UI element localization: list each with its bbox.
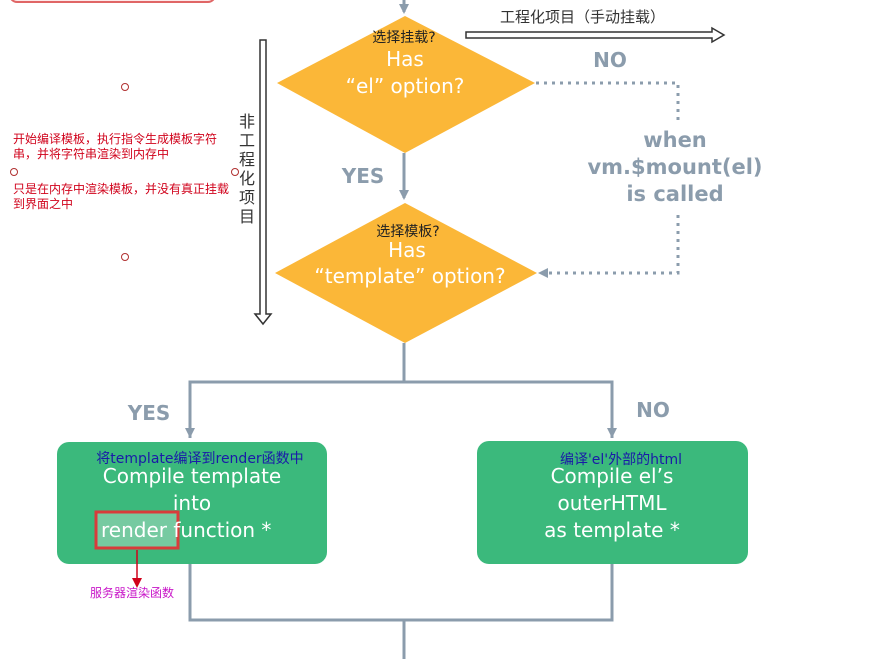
note-render-memory: 只是在内存中渲染模板，并没有真正挂载到界面之中 [13,182,230,211]
anchor-circle-1 [121,83,129,91]
manual-mount-label: 工程化项目（手动挂载） [500,8,665,26]
decision-has-template-option-line1: Has [388,238,426,262]
no-label-1: NO [593,48,627,72]
decision-has-el-option-line1: Has [386,47,424,71]
process-compile-outerhtml [477,441,748,564]
decision-has-el-option-line2: “el” option? [346,74,465,98]
render-highlight-box [94,510,180,550]
yes-label-1: YES [341,164,385,188]
partial-top-box [10,0,215,3]
note-compile-template: 开始编译模板，执行指令生成模板字符串，并将字符串渲染到内存中 [13,132,218,161]
connector-no-dotted-top [536,81,680,125]
connector-split [188,380,614,438]
process-compile-outerhtml-annotation: 编译'el'外部的html [560,452,682,468]
process-compile-outerhtml-line2: outerHTML [558,491,668,515]
decision-has-template-option [275,203,537,343]
when-line-3: is called [626,182,723,206]
when-line-2: vm.$mount(el) [587,155,762,179]
decision-has-el-option [277,16,535,153]
anchor-circle-3 [231,168,239,176]
yes-label-2: YES [127,401,171,425]
decision-has-el-option-annotation: 选择挂载? [372,30,435,46]
manual-mount-arrow [465,26,726,44]
process-compile-template-line1: Compile template [103,464,281,488]
process-compile-outerhtml-line3: as template * [544,518,680,542]
render-word: render [101,518,168,542]
process-compile-template-annotation: 将template编译到render函数中 [96,451,303,467]
connector-no-dotted-bottom [538,215,680,278]
server-render-label: 服务器渲染函数 [90,585,174,600]
anchor-circle-2 [10,168,18,176]
process-compile-template-line3: render function * [101,518,271,542]
non-engineering-arrow [253,39,273,326]
decision-has-template-option-line2: “template” option? [314,264,505,288]
decision-has-template-option-annotation: 选择模板? [376,224,439,240]
anchor-circle-4 [121,253,129,261]
no-label-2: NO [636,398,670,422]
connector-merge [188,564,614,622]
when-line-1: when [643,128,707,152]
function-word: function * [167,518,271,542]
process-compile-outerhtml-line1: Compile el’s [551,464,674,488]
non-engineering-label: 非工程化项目 [238,112,255,226]
